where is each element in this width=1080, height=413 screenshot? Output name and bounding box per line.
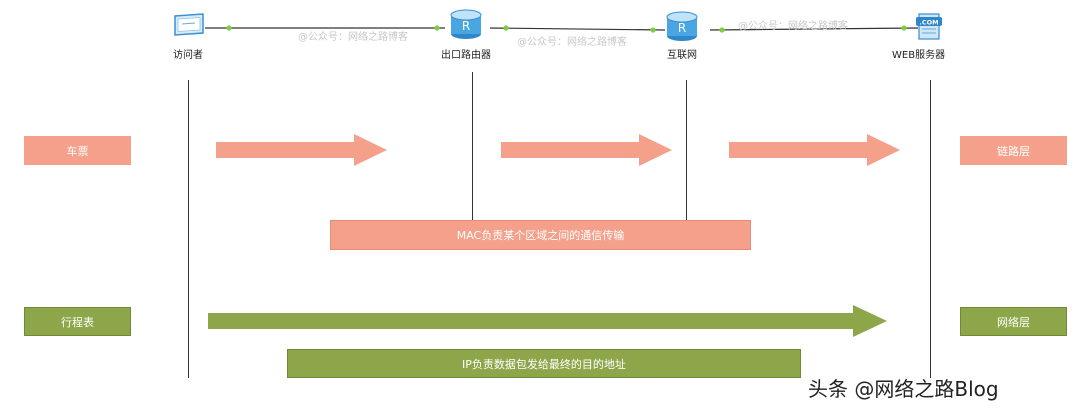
node-label-visitor: 访问者	[173, 50, 203, 61]
link-arrow-visitor-to-router	[216, 134, 387, 166]
svg-text:R: R	[678, 21, 686, 35]
network-layer-right-box: 网络层	[960, 307, 1067, 336]
link-arrow-router-to-internet	[501, 134, 672, 166]
exit-router-vertical-line	[472, 72, 473, 220]
svg-text:R: R	[462, 19, 470, 33]
node-label-exit-router: 出口路由器	[441, 50, 491, 61]
node-label-web-server: WEB服务器	[892, 50, 946, 61]
port-dot	[226, 25, 232, 31]
link-internet-server	[709, 27, 919, 31]
link-layer-left-box: 车票	[24, 136, 131, 165]
mac-description-box: MAC负责某个区域之间的通信传输	[330, 220, 751, 250]
watermark-text: @公众号：网络之路博客	[738, 21, 848, 32]
network-layer-left-box: 行程表	[24, 307, 131, 336]
brand-watermark: 头条 @网络之路Blog	[808, 377, 999, 401]
port-dot	[901, 25, 907, 31]
server-vertical-line	[930, 80, 931, 378]
router-icon: R	[449, 8, 483, 44]
server-icon: .COM	[914, 10, 944, 44]
ip-description-box: IP负责数据包发给最终的目的地址	[287, 349, 801, 378]
internet-vertical-line	[686, 80, 687, 220]
node-label-internet: 互联网	[667, 50, 697, 61]
watermark-text: @公众号：网络之路博客	[517, 37, 627, 48]
svg-text:.COM: .COM	[919, 19, 938, 27]
router-icon: R	[665, 10, 699, 46]
visitor-vertical-line	[188, 80, 189, 378]
port-dot	[503, 25, 509, 31]
port-dot	[434, 25, 440, 31]
link-router-internet	[489, 27, 666, 31]
pc-icon	[173, 13, 205, 43]
network-arrow-visitor-to-server	[208, 305, 887, 337]
watermark-text: @公众号：网络之路博客	[298, 32, 408, 43]
link-arrow-internet-to-server	[729, 134, 900, 166]
port-dot	[650, 27, 656, 33]
link-layer-right-box: 链路层	[960, 136, 1067, 165]
port-dot	[719, 27, 725, 33]
